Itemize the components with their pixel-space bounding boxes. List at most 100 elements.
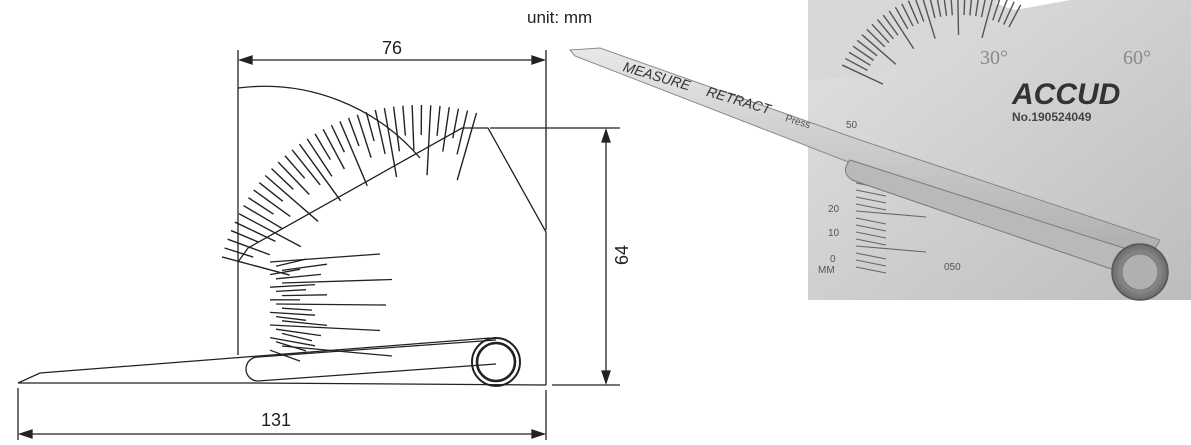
dial-tick xyxy=(224,247,254,258)
dial-tick xyxy=(442,106,450,152)
scale-tick xyxy=(269,253,381,263)
scale-label-050: 050 xyxy=(944,262,961,273)
scale-tick xyxy=(281,278,393,284)
dial-tick xyxy=(253,189,291,217)
dial-tick xyxy=(230,229,259,243)
angle-60-label: 60° xyxy=(1123,47,1151,69)
dial-tick xyxy=(356,114,372,158)
dim-right-line xyxy=(490,127,620,386)
dim-length-label: 131 xyxy=(261,410,291,430)
dial-tick xyxy=(426,105,432,176)
photo-dial-tick xyxy=(936,0,942,17)
scale-label-mm: MM xyxy=(818,265,835,276)
scale-tick xyxy=(269,336,316,347)
scale-tick xyxy=(275,273,322,280)
lower-scale-ticks xyxy=(269,253,393,362)
dial-tick xyxy=(234,221,276,243)
photo-scale-tick xyxy=(855,266,887,274)
photo-dial-tick xyxy=(957,0,960,36)
scale-tick xyxy=(269,268,301,276)
dial-ticks xyxy=(221,105,478,276)
blade-knob-outer xyxy=(471,337,521,387)
dial-tick xyxy=(227,238,271,256)
scale-tick xyxy=(281,263,328,272)
photo-dial-tick xyxy=(975,0,979,17)
dial-tick xyxy=(456,112,478,181)
dial-tick xyxy=(277,161,310,196)
dim-top-arrows xyxy=(237,55,547,65)
dial-tick xyxy=(298,143,342,202)
dial-tick xyxy=(452,108,460,139)
scale-tick xyxy=(269,311,316,316)
dial-tick xyxy=(456,110,469,155)
scale-tick xyxy=(281,294,328,297)
scale-tick xyxy=(281,307,313,311)
photo-dial-tick xyxy=(845,57,868,71)
scale-tick xyxy=(269,324,381,332)
dial-tick xyxy=(347,117,360,147)
photo-dial-tick xyxy=(852,45,874,61)
photo-dial-tick xyxy=(980,0,986,18)
dial-tick xyxy=(258,182,284,202)
photo-scale-tick xyxy=(855,238,887,246)
photo-dial-tick xyxy=(929,0,936,19)
photo-dial-tick xyxy=(1008,4,1022,28)
photo-dial-tick xyxy=(963,0,966,16)
dial-tick xyxy=(402,105,407,136)
dial-tick xyxy=(374,109,386,155)
dial-tick xyxy=(436,105,441,136)
dim-bottom-arrows xyxy=(17,429,547,439)
photo-dial-tick xyxy=(907,0,919,24)
dim-right-arrows xyxy=(601,127,611,386)
dim-width-label: 76 xyxy=(382,38,402,58)
photo-dial-tick xyxy=(969,0,973,16)
scale-label-20: 20 xyxy=(828,204,840,215)
dial-arc xyxy=(237,85,421,159)
photo-dial-tick xyxy=(882,14,899,36)
dial-tick xyxy=(330,124,346,153)
dial-tick xyxy=(243,205,283,230)
photo-dial-tick xyxy=(981,0,993,39)
dial-tick xyxy=(383,107,398,178)
dial-tick xyxy=(306,138,333,177)
photo-knob-face xyxy=(1121,253,1159,291)
photo-dial-tick xyxy=(894,6,909,30)
product-photo: 30° 60° ACCUD No.190524049 50 20 10 0 MM… xyxy=(568,0,1191,301)
scale-tick xyxy=(281,345,393,357)
photo-scale-tick xyxy=(855,217,887,225)
photo-scale-tick xyxy=(855,252,887,260)
scale-tick xyxy=(275,289,307,293)
dial-tick xyxy=(322,129,346,170)
dial-tick xyxy=(271,168,294,190)
scale-tick xyxy=(275,328,322,337)
scale-tick xyxy=(275,315,307,321)
photo-dial-tick xyxy=(992,0,1001,21)
photo-dial-ticks xyxy=(841,0,1022,85)
dial-tick xyxy=(365,111,375,142)
dial-tick xyxy=(264,174,319,222)
blade-knob-inner xyxy=(475,341,517,383)
dial-tick xyxy=(392,106,401,152)
dial-tick xyxy=(238,213,302,248)
scale-tick xyxy=(281,320,328,327)
photo-dial-tick xyxy=(915,0,925,22)
scale-tick xyxy=(269,349,301,362)
photo-scale-tick xyxy=(855,224,887,232)
dial-tick xyxy=(284,155,306,179)
photo-dial-tick xyxy=(861,34,897,65)
unit-label: unit: mm xyxy=(527,8,592,27)
photo-scale-tick xyxy=(855,210,927,218)
photo-scale-tick xyxy=(855,189,887,197)
photo-dial-tick xyxy=(866,28,886,48)
scale-label-0: 0 xyxy=(830,254,836,265)
dial-tick xyxy=(339,121,368,187)
scale-tick xyxy=(269,283,316,288)
photo-dial-tick xyxy=(888,10,915,50)
photo-dial-tick xyxy=(876,19,894,40)
photo-dial-tick xyxy=(950,0,954,16)
photo-dial-tick xyxy=(943,0,948,16)
dial-tick xyxy=(291,149,321,186)
scale-label-10: 10 xyxy=(828,228,840,239)
photo-scale-tick xyxy=(855,259,887,267)
plate-outline xyxy=(237,62,547,385)
